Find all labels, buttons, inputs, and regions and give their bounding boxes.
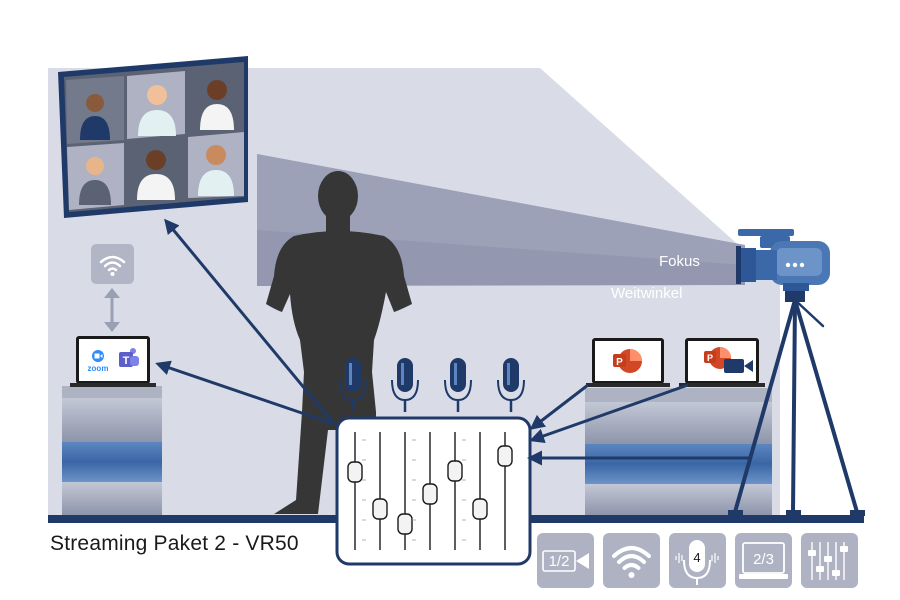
arrow-laptop2-to-mixer: [529, 383, 689, 444]
wide-angle-label: Weitwinkel: [611, 285, 682, 302]
focus-label: Fokus: [659, 253, 700, 270]
fader-knob: [347, 461, 363, 483]
arrow-laptop-to-mixer: [529, 383, 589, 430]
laptop-conferencing: zoom T: [70, 336, 156, 387]
microphone-icon: [497, 358, 525, 412]
camera-tripod: [728, 290, 865, 516]
feature-wifi-tile: [603, 533, 660, 588]
video-conference-screen: [58, 56, 248, 218]
audio-video-mixer: [335, 416, 532, 566]
feature-mixer-tile: [801, 533, 858, 588]
participant-tile: [67, 143, 124, 210]
fader-knob: [497, 445, 513, 467]
signal-arrows: [155, 218, 750, 466]
svg-text:P: P: [616, 357, 623, 368]
feature-camera-tile: 1/2: [537, 533, 594, 588]
fader-knob: [422, 483, 438, 505]
microphone-icon: [339, 358, 367, 412]
powerpoint-logo-icon: P: [613, 349, 642, 373]
fader-knob: [447, 460, 463, 482]
wifi-router-icon: [91, 244, 134, 284]
svg-text:T: T: [123, 355, 130, 367]
participant-tile: [188, 132, 244, 198]
microphone-icon: [444, 358, 472, 412]
participant-tile: [188, 66, 244, 134]
camera-count-text: 1/2: [549, 553, 570, 570]
participant-tile: [66, 76, 124, 144]
fader-knob: [397, 513, 413, 535]
laptop-presentation-camera: P: [679, 338, 765, 387]
fader-knob: [472, 498, 488, 520]
camera-icon: [724, 359, 753, 373]
svg-text:zoom: zoom: [88, 364, 109, 373]
microphones: [339, 358, 525, 412]
arrow-mixer-to-laptop: [155, 360, 335, 426]
feature-icon-row: 1/2 4 2/3: [537, 533, 858, 588]
participant-tile: [127, 71, 185, 139]
microphone-count-text: 4: [693, 550, 700, 565]
feature-microphone-tile: 4: [669, 533, 726, 588]
fader-knob: [372, 498, 388, 520]
right-pedestal: [585, 388, 772, 515]
arrow-mixer-to-screen: [164, 218, 336, 425]
wifi-link-arrow: [104, 288, 120, 332]
powerpoint-logo-icon: P: [704, 347, 731, 369]
laptop-count-text: 2/3: [753, 551, 774, 568]
left-pedestal: [62, 386, 162, 515]
feature-laptop-tile: 2/3: [735, 533, 792, 588]
product-caption: Streaming Paket 2 - VR50: [50, 532, 299, 555]
teams-logo-icon: T: [119, 348, 139, 367]
participant-tile: [127, 137, 185, 204]
svg-text:P: P: [707, 353, 713, 363]
laptop-presentation: P: [586, 338, 670, 387]
video-camera-icon: [736, 229, 830, 291]
microphone-icon: [391, 358, 419, 412]
zoom-logo-icon: zoom: [88, 350, 109, 373]
